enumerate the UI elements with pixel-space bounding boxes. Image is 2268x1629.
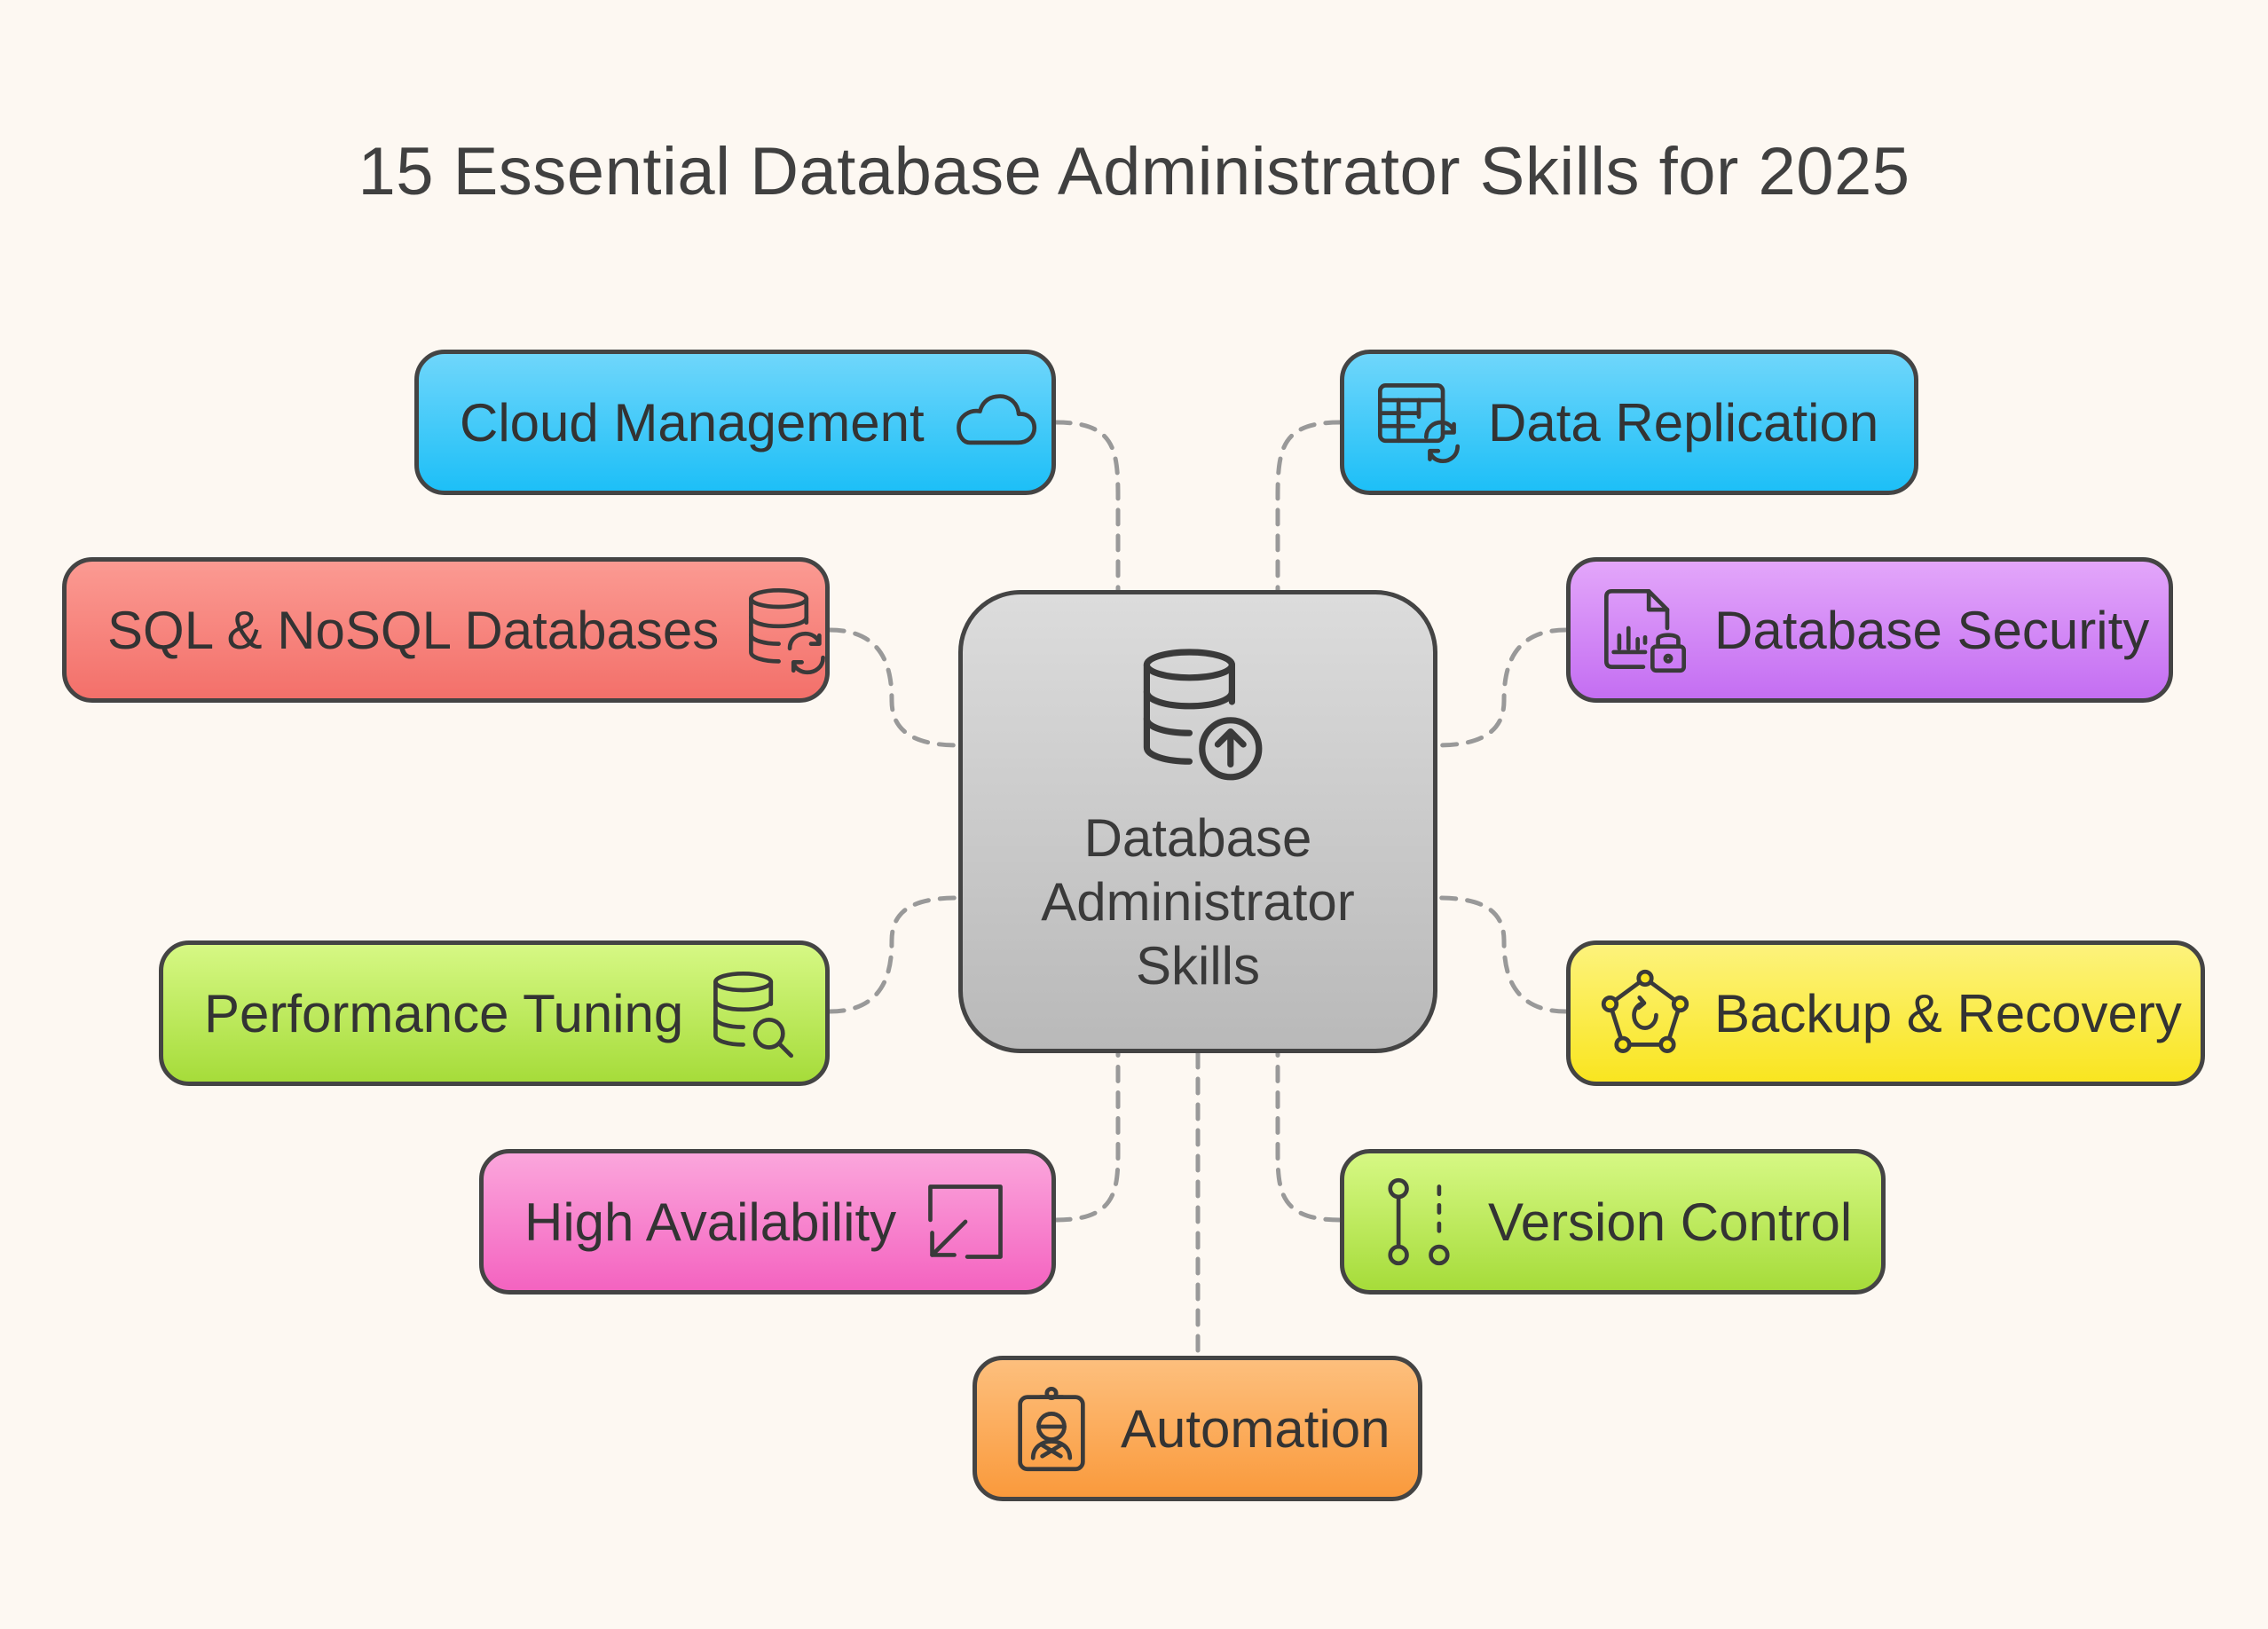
database-upload-icon: [1143, 649, 1263, 781]
table-sync-icon: [1377, 383, 1461, 464]
network-restore-icon: [1601, 969, 1689, 1053]
connector-version-control: [1275, 1051, 1343, 1223]
center-label: Database Administrator Skills: [1041, 808, 1355, 996]
cloud-icon: [956, 394, 1036, 445]
skill-database-security: Database Security: [1566, 557, 2173, 703]
skill-label: SQL & NoSQL Databases: [107, 600, 720, 660]
connector-data-replication: [1275, 420, 1343, 593]
skill-high-availability: High Availability: [479, 1149, 1056, 1295]
skill-label: Performance Tuning: [204, 983, 684, 1043]
diagram-title: 15 Essential Database Administrator Skil…: [358, 134, 1910, 209]
connector-backup-recovery: [1435, 895, 1569, 1014]
skill-label: Database Security: [1714, 600, 2150, 660]
connector-performance-tuning: [827, 895, 961, 1014]
skill-label: High Availability: [524, 1192, 897, 1252]
skill-performance-tuning: Performance Tuning: [159, 940, 830, 1086]
center-node: Database Administrator Skills: [958, 590, 1437, 1053]
skill-automation: Automation: [973, 1356, 1422, 1501]
skill-backup-recovery: Backup & Recovery: [1566, 940, 2205, 1086]
database-sync-icon: [749, 587, 826, 675]
skill-sql-nosql-databases: SQL & NoSQL Databases: [62, 557, 830, 703]
connector-cloud-management: [1053, 420, 1121, 593]
skill-label: Backup & Recovery: [1714, 983, 2182, 1043]
skill-cloud-management: Cloud Management: [414, 350, 1056, 495]
file-chart-lock-icon: [1603, 588, 1687, 673]
robot-badge-icon: [1018, 1386, 1085, 1472]
git-branch-icon: [1388, 1177, 1450, 1266]
skill-data-replication: Data Replication: [1340, 350, 1918, 495]
skill-label: Automation: [1121, 1398, 1390, 1459]
connector-sql-nosql: [827, 627, 961, 748]
skill-label: Data Replication: [1488, 392, 1879, 452]
resize-arrow-icon: [928, 1184, 1003, 1259]
connector-database-security: [1435, 627, 1569, 748]
skill-label: Version Control: [1488, 1192, 1853, 1252]
skill-label: Cloud Management: [460, 392, 925, 452]
connector-high-availability: [1053, 1051, 1121, 1223]
skill-version-control: Version Control: [1340, 1149, 1886, 1295]
database-search-icon: [713, 971, 794, 1058]
